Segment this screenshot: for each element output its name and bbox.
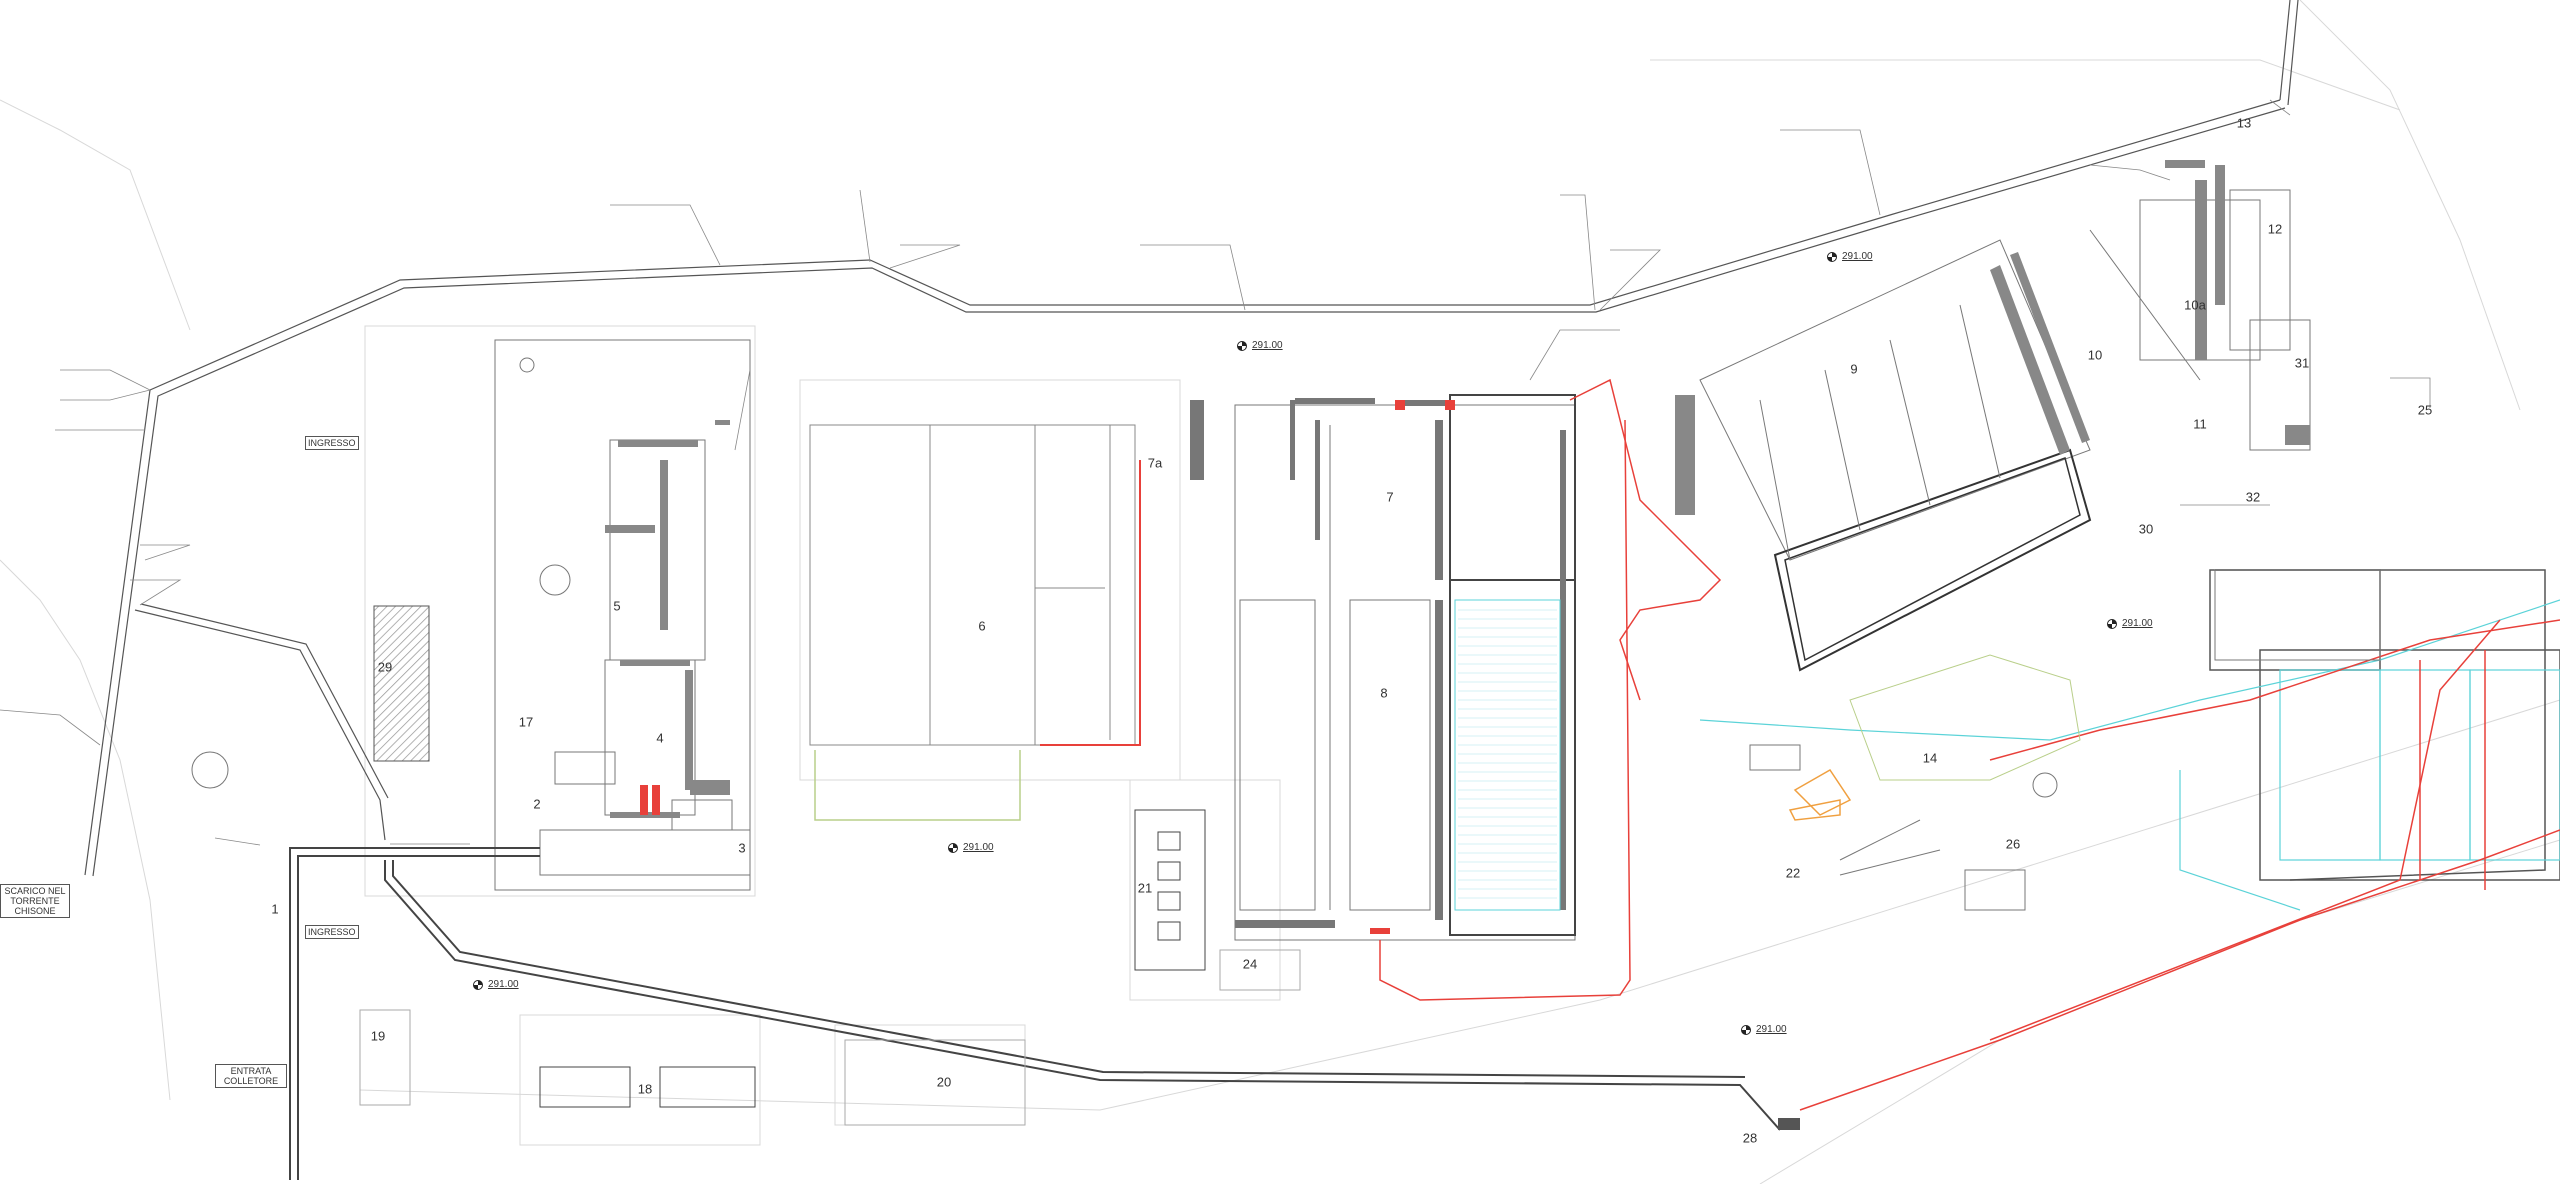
final-tanks: [2209, 569, 2560, 881]
green-outline-6: [814, 750, 1021, 821]
site-perimeter: [84, 0, 2299, 877]
area-14-22-26: [1749, 569, 2381, 911]
inlet-channel: [289, 847, 1781, 1180]
pretreatment-block: [494, 339, 751, 891]
red-equipment-left: [640, 785, 660, 815]
area-29-hatched: [373, 605, 430, 762]
red-markers-7: [1370, 400, 1455, 934]
cyan-tank-8: [1454, 599, 1561, 911]
cyan-grid-8: [1458, 609, 1557, 899]
orange-equipment: [1788, 769, 1852, 821]
leader-lines: [0, 99, 2431, 846]
outfall-28: [1778, 1118, 1800, 1130]
tanks-7-8: [1234, 394, 1576, 941]
buildings-18-20-21-24: [359, 809, 1301, 1126]
red-pipe-6: [1040, 460, 1141, 746]
red-pipes-right: [1379, 378, 2560, 1111]
tank-9-10-equipment: [1675, 160, 2310, 515]
cyan-pipes-right: [1699, 599, 2560, 911]
hatched-equipment-left: [605, 420, 730, 818]
tank-6: [809, 424, 1136, 746]
tanks-7-8-equipment: [1190, 398, 1566, 928]
tank-9-10: [1699, 189, 2311, 672]
